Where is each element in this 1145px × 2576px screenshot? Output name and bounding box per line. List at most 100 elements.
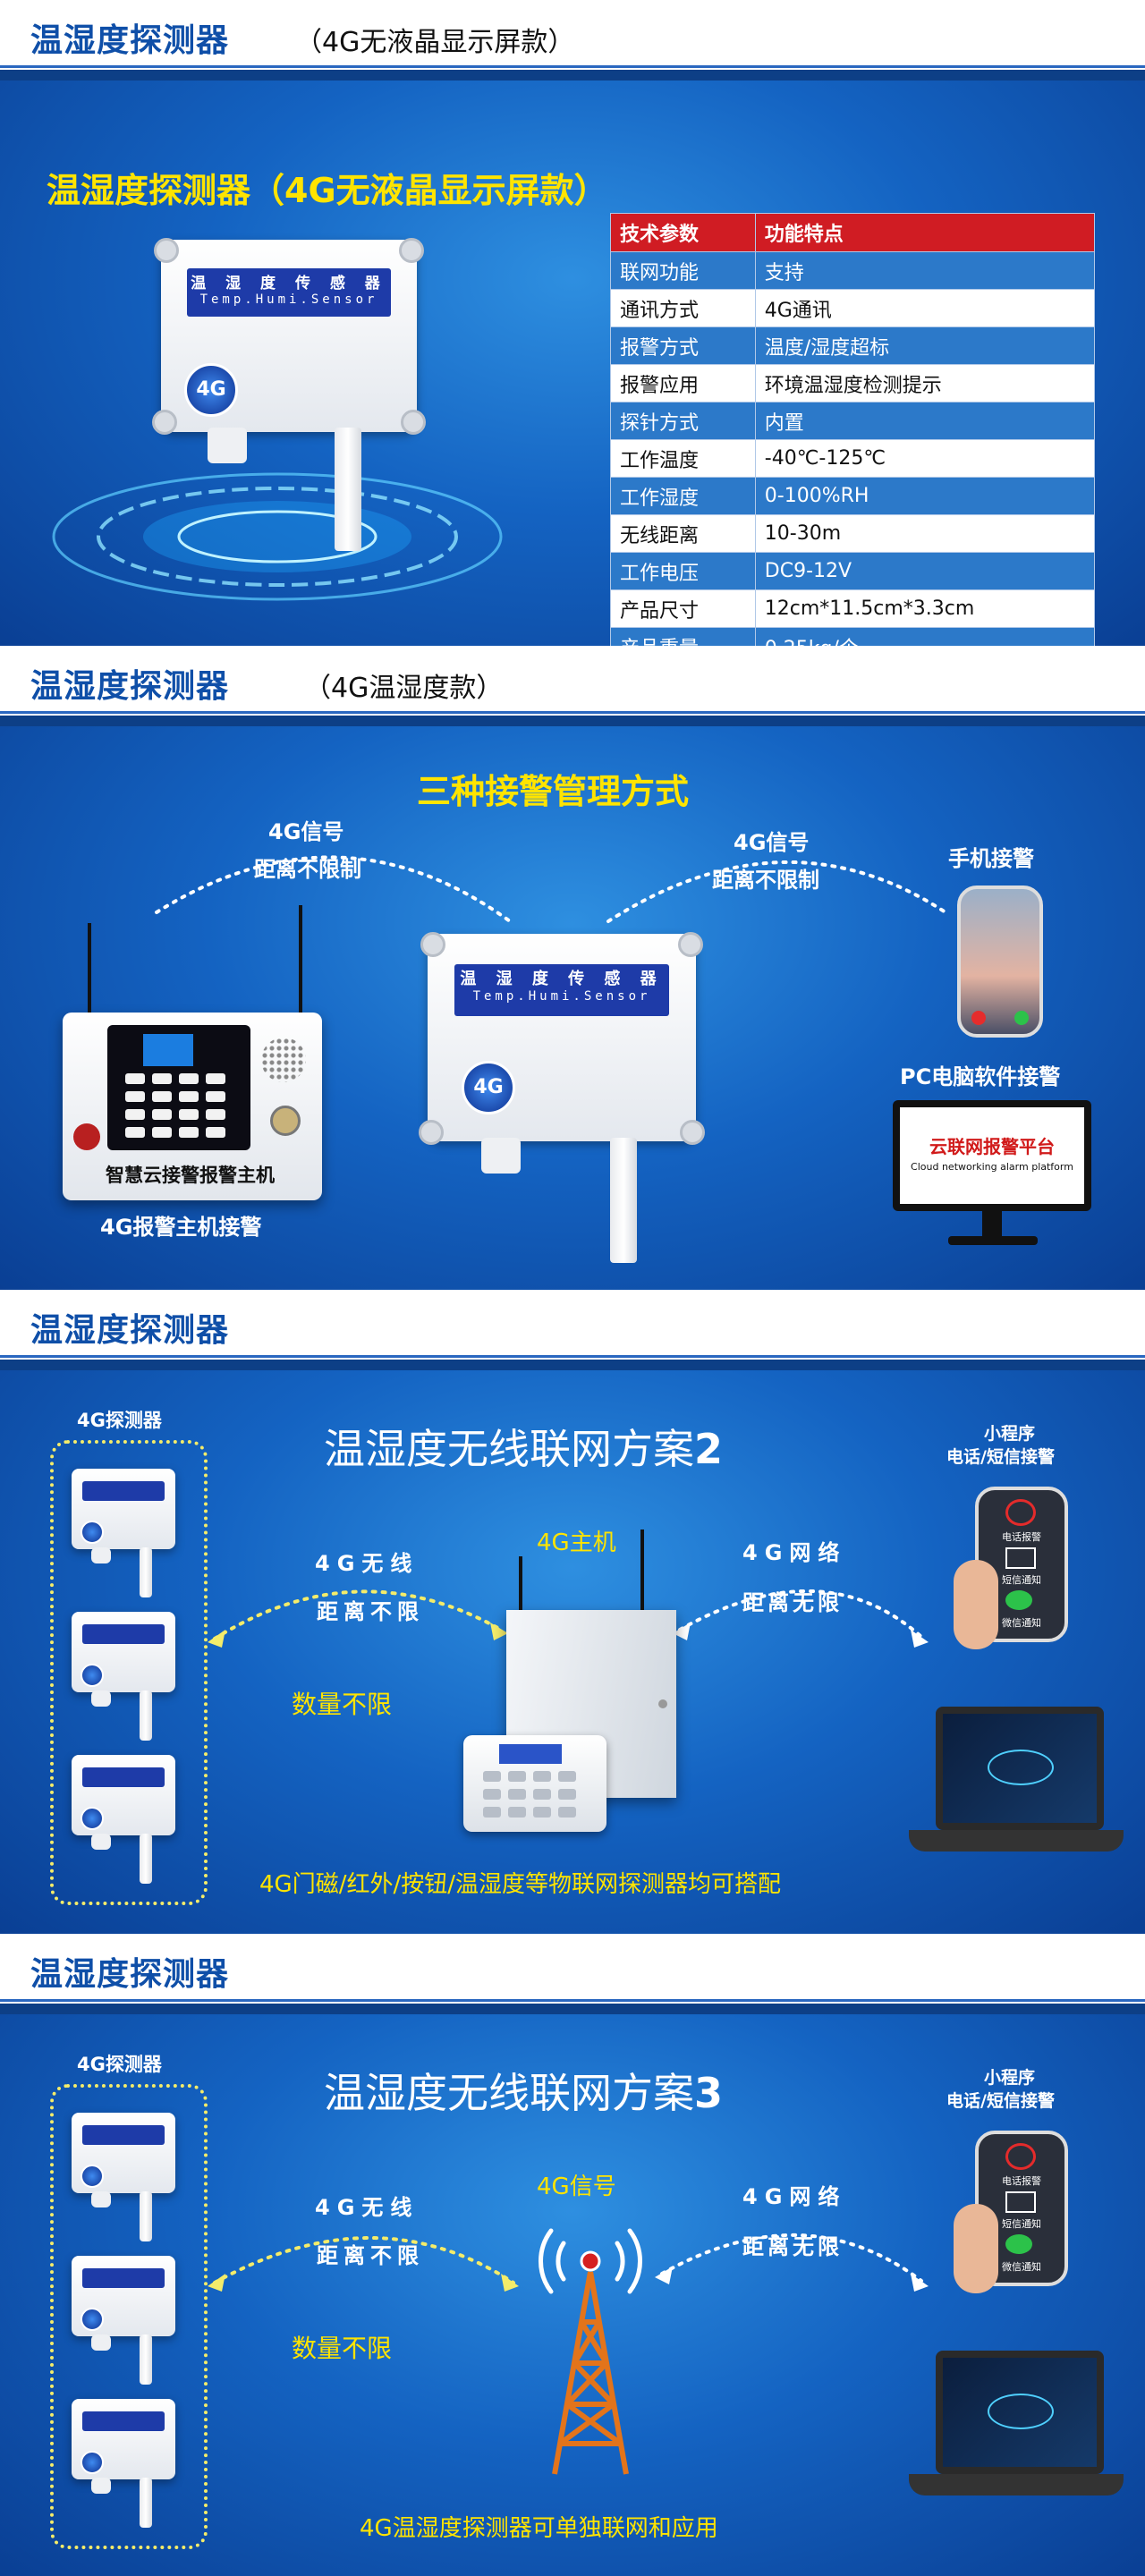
4g-badge-icon: 4G	[462, 1061, 515, 1114]
mini-sensor	[72, 1612, 175, 1746]
phone-call-icon	[1005, 2143, 1036, 2170]
spec-param: 产品尺寸	[610, 589, 756, 628]
platform-subtitle: Cloud networking alarm platform	[911, 1161, 1073, 1173]
phone-caption: 手机接警	[948, 846, 1034, 871]
spec-row: 工作温度-40℃-125℃	[610, 439, 1096, 478]
spec-param: 联网功能	[610, 251, 756, 290]
hand-icon	[954, 2204, 998, 2293]
spec-param: 探针方式	[610, 402, 756, 440]
section-title: 温湿度探测器	[30, 1312, 230, 1349]
monitor-icon: 云联网报警平台 Cloud networking alarm platform	[893, 1100, 1091, 1211]
section-header-2: 温湿度探测器 （4G温湿度款）	[0, 646, 1145, 726]
hand-icon	[954, 1560, 998, 1649]
spec-value: 12cm*11.5cm*3.3cm	[754, 589, 1096, 628]
spec-row: 联网功能支持	[610, 251, 1096, 290]
antenna-icon	[88, 923, 91, 1013]
spec-row: 报警应用环境温湿度检测提示	[610, 364, 1096, 402]
smartphone-icon	[957, 886, 1043, 1038]
wechat-icon	[1005, 1590, 1032, 1610]
right-link-line1: 4G网络	[742, 2184, 847, 2209]
footer-note: 4G温湿度探测器可单独联网和应用	[360, 2515, 718, 2542]
sensor-plate-english: Temp.Humi.Sensor	[472, 989, 651, 1004]
phone-call-icon	[1005, 1499, 1036, 1526]
spec-header-param: 技术参数	[610, 213, 756, 252]
spec-value: 10-30m	[754, 514, 1096, 553]
signal-caption: 4G信号	[537, 2174, 616, 2200]
phone-item: 电话报警	[1002, 1531, 1041, 1543]
signal-tower-icon	[539, 2228, 642, 2475]
section-header-4: 温湿度探测器	[0, 1934, 1145, 2014]
sensor-plate-label: 温 湿 度 传 感 器	[191, 275, 387, 292]
spec-value: 支持	[754, 251, 1096, 290]
scheme-heading: 温湿度无线联网方案3	[324, 2061, 723, 2120]
phone-item: 短信通知	[1002, 2218, 1041, 2230]
wechat-icon	[1005, 2234, 1032, 2254]
quantity-label: 数量不限	[292, 2334, 393, 2363]
detector-caption: 4G探测器	[77, 2054, 162, 2075]
mini-sensor	[72, 2399, 175, 2533]
link-arcs	[208, 2233, 929, 2292]
host-caption: 4G报警主机接警	[100, 1215, 262, 1240]
phone-item: 微信通知	[1002, 2261, 1041, 2273]
laptop-icon	[936, 2351, 1104, 2474]
mini-sensor	[72, 2113, 175, 2247]
spec-value: DC9-12V	[754, 552, 1096, 590]
mini-sensor	[72, 2256, 175, 2390]
spec-param: 产品重量	[610, 627, 756, 646]
mini-sensor	[72, 1469, 175, 1603]
signal-right-line2: 距离不限制	[712, 868, 819, 893]
section-subtitle: （4G无液晶显示屏款）	[295, 27, 575, 58]
platform-title: 云联网报警平台	[929, 1136, 1055, 1157]
4g-badge-icon	[81, 1521, 104, 1544]
detector-caption: 4G探测器	[77, 1410, 162, 1431]
keypad-device	[463, 1735, 606, 1832]
keypad-icon	[483, 1771, 576, 1818]
product-heading: 温湿度探测器（4G无液晶显示屏款）	[47, 171, 608, 210]
key-lock-icon	[270, 1106, 301, 1136]
message-icon	[1005, 1547, 1036, 1569]
methods-heading: 三种接警管理方式	[417, 772, 690, 811]
speaker-icon	[261, 1038, 306, 1082]
phone-item: 电话报警	[1002, 2175, 1041, 2187]
left-link-line2: 距离不限	[317, 2243, 424, 2268]
4g-badge-icon	[81, 1664, 104, 1687]
spec-param: 通讯方式	[610, 289, 756, 327]
section-title: 温湿度探测器	[30, 22, 230, 59]
link-arcs	[208, 1589, 929, 1648]
sensor-plate-label: 温 湿 度 传 感 器	[460, 970, 664, 988]
smartphone-icon: 电话报警 短信通知 微信通知	[975, 1487, 1068, 1642]
spec-value: 0-100%RH	[754, 477, 1096, 515]
host-brand: 智慧云接警报警主机	[106, 1165, 275, 1186]
phone-item: 短信通知	[1002, 1574, 1041, 1586]
miniapp-line1: 小程序	[984, 2068, 1036, 2088]
spec-row: 报警方式温度/湿度超标	[610, 326, 1096, 365]
spec-row: 产品重量0.25kg/个	[610, 627, 1096, 646]
spec-value: 温度/湿度超标	[754, 326, 1096, 365]
miniapp-line2: 电话/短信接警	[946, 1447, 1055, 1467]
alarm-host: 智慧云接警报警主机	[63, 905, 322, 1200]
keypad-panel	[107, 1025, 250, 1150]
miniapp-line1: 小程序	[984, 1424, 1036, 1444]
scheme-heading-number: 3	[694, 2069, 724, 2117]
4g-badge-icon	[81, 2308, 104, 2331]
antenna-icon	[519, 1556, 522, 1610]
antenna-icon	[299, 905, 302, 1013]
spec-value: 4G通讯	[754, 289, 1096, 327]
scheme-heading-text: 温湿度无线联网方案	[324, 2069, 694, 2117]
spec-param: 报警方式	[610, 326, 756, 365]
scheme-heading: 温湿度无线联网方案2	[324, 1417, 723, 1476]
section-header-1: 温湿度探测器 （4G无液晶显示屏款）	[0, 0, 1145, 80]
police-emblem-icon	[73, 1123, 100, 1150]
spec-value: -40℃-125℃	[754, 439, 1096, 478]
mini-sensor	[72, 1755, 175, 1889]
left-link-line1: 4G无线	[315, 1551, 420, 1576]
spec-param: 工作温度	[610, 439, 756, 478]
4g-badge-icon	[81, 1807, 104, 1830]
4g-badge-icon	[81, 2451, 104, 2474]
section-title: 温湿度探测器	[30, 1956, 230, 1993]
footer-note: 4G门磁/红外/按钮/温湿度等物联网探测器均可搭配	[259, 1871, 781, 1898]
